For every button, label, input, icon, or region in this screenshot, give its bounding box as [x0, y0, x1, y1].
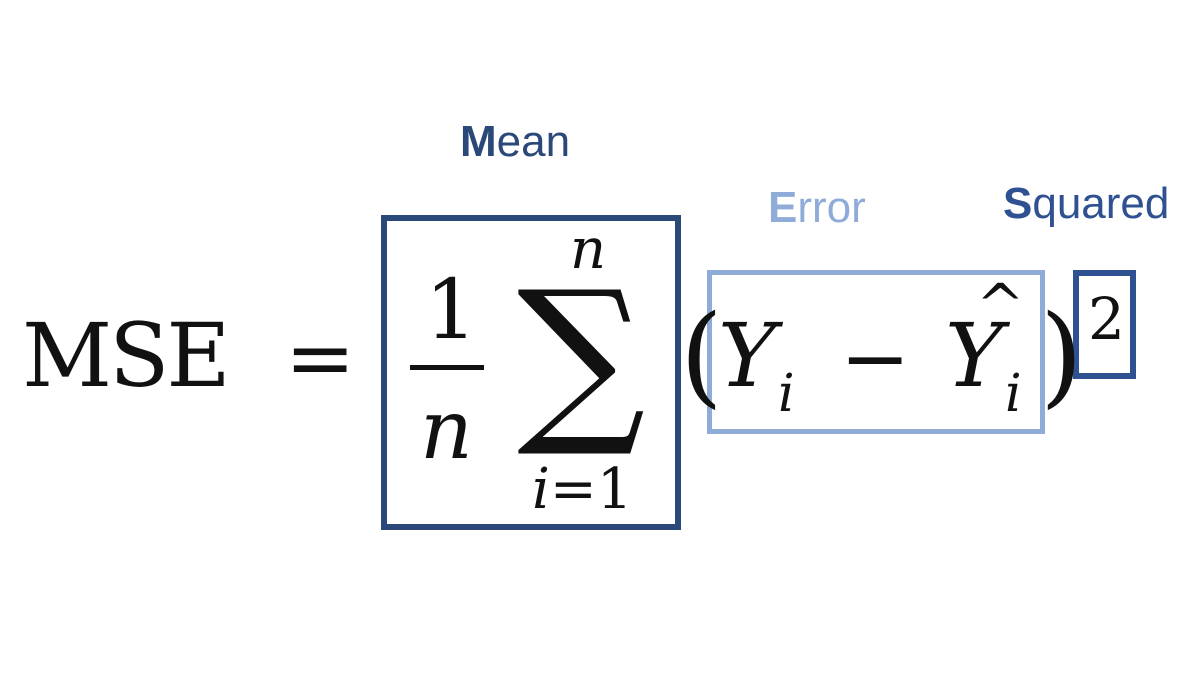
hat-accent: ^: [976, 271, 1025, 339]
sum-lower-variable: i: [532, 457, 550, 522]
squared-label-rest: quared: [1032, 179, 1170, 228]
open-paren: (: [680, 291, 723, 419]
formula-lhs: MSE: [22, 304, 231, 407]
mean-label-rest: ean: [496, 117, 571, 166]
squared-highlight-box: [1073, 270, 1136, 379]
sum-upper-limit: n: [570, 217, 607, 282]
y-actual-subscript: i: [778, 364, 795, 424]
y-predicted-subscript: i: [1005, 364, 1022, 424]
squared-label: Squared: [1003, 182, 1169, 226]
y-predicted: Y: [945, 304, 1004, 407]
error-label: Error: [768, 186, 866, 230]
sum-lower-limit: i=1: [532, 462, 632, 518]
mean-label: Mean: [460, 120, 570, 164]
sum-lower-equals-one: =1: [549, 457, 633, 522]
exponent: 2: [1088, 285, 1125, 353]
fraction-numerator: 1: [425, 263, 478, 358]
y-actual: Y: [718, 304, 777, 407]
squared-label-initial: S: [1003, 179, 1033, 228]
close-paren: ): [1040, 291, 1083, 419]
fraction-denominator: n: [420, 383, 473, 478]
error-highlight-box: [707, 270, 1045, 434]
minus-sign: −: [840, 309, 911, 407]
sum-symbol: ∑: [517, 253, 646, 462]
mean-label-initial: M: [460, 117, 497, 166]
error-label-rest: rror: [797, 183, 866, 232]
fraction-bar: [410, 365, 484, 370]
error-label-initial: E: [768, 183, 798, 232]
mean-highlight-box: [381, 215, 681, 530]
formula-equals: =: [285, 309, 356, 407]
